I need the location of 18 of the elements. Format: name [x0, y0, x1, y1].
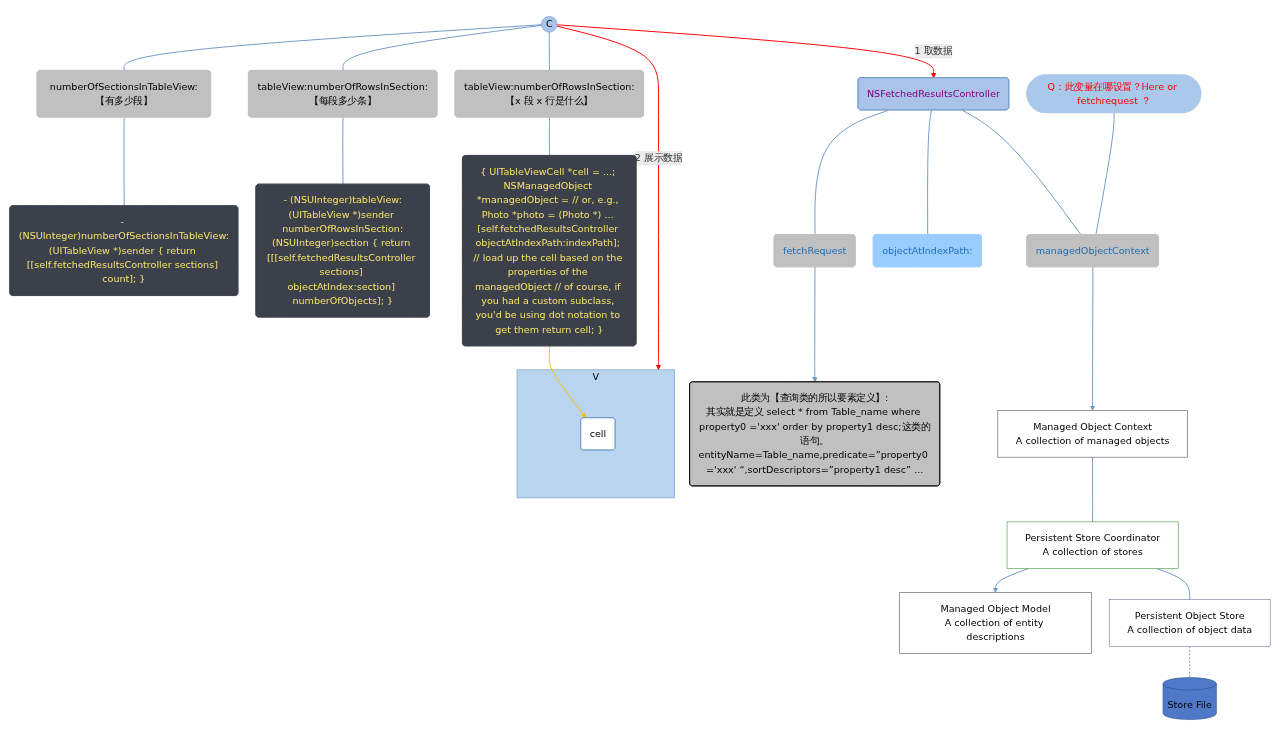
connector [814, 109, 889, 236]
edge-label: 1 取数据 [914, 45, 953, 57]
connector [123, 116, 125, 207]
connector [342, 24, 542, 72]
node-box: Managed Object Model A collection of entity descriptions [899, 592, 1092, 654]
connector [927, 109, 932, 236]
connector [123, 24, 542, 72]
connector [1189, 645, 1191, 678]
node-box: Persistent Object Store A collection of object data [1108, 599, 1271, 647]
connector [548, 31, 551, 72]
connector [1092, 456, 1094, 523]
node-box: Managed Object Context A collection of managed objects [997, 410, 1188, 458]
node-circle: C [541, 16, 558, 33]
connector [548, 116, 551, 157]
connector [961, 109, 1082, 236]
connector [342, 116, 344, 185]
node-box: Persistent Store Coordinator A collection of stores [1006, 521, 1179, 569]
connector [1095, 112, 1115, 236]
